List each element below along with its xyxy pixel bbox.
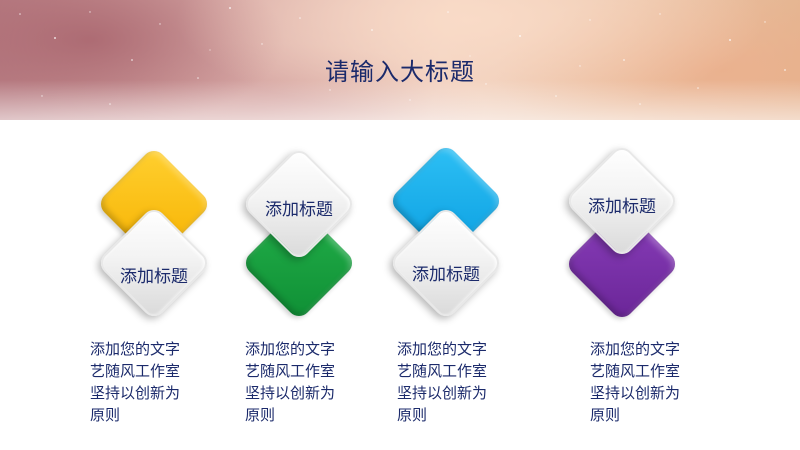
feature-description-4: 添加您的文字 艺随风工作室 坚持以创新为 原则 [590,338,708,426]
description-line: 坚持以创新为 [590,384,681,402]
feature-title-1: 添加标题 [120,267,188,287]
feature-title-4: 添加标题 [588,197,656,217]
description-line: 原则 [590,406,621,424]
feature-description-1: 添加您的文字 艺随风工作室 坚持以创新为 原则 [90,338,208,426]
page-title: 请输入大标题 [325,58,475,86]
feature-title-3: 添加标题 [412,265,480,285]
feature-title-2: 添加标题 [265,200,333,220]
feature-description-2: 添加您的文字 艺随风工作室 坚持以创新为 原则 [245,338,363,426]
feature-description-3: 添加您的文字 艺随风工作室 坚持以创新为 原则 [397,338,515,426]
description-line: 坚持以创新为 [245,384,336,402]
description-line: 原则 [397,406,428,424]
description-line: 艺随风工作室 [90,362,181,380]
description-line: 原则 [245,406,276,424]
description-line: 原则 [90,406,121,424]
description-line: 坚持以创新为 [90,384,181,402]
description-line: 添加您的文字 [90,340,181,358]
description-line: 艺随风工作室 [397,362,488,380]
description-line: 坚持以创新为 [397,384,488,402]
description-line: 艺随风工作室 [590,362,681,380]
header-banner [0,0,800,120]
description-line: 艺随风工作室 [245,362,336,380]
description-line: 添加您的文字 [245,340,336,358]
description-line: 添加您的文字 [397,340,488,358]
description-line: 添加您的文字 [590,340,681,358]
